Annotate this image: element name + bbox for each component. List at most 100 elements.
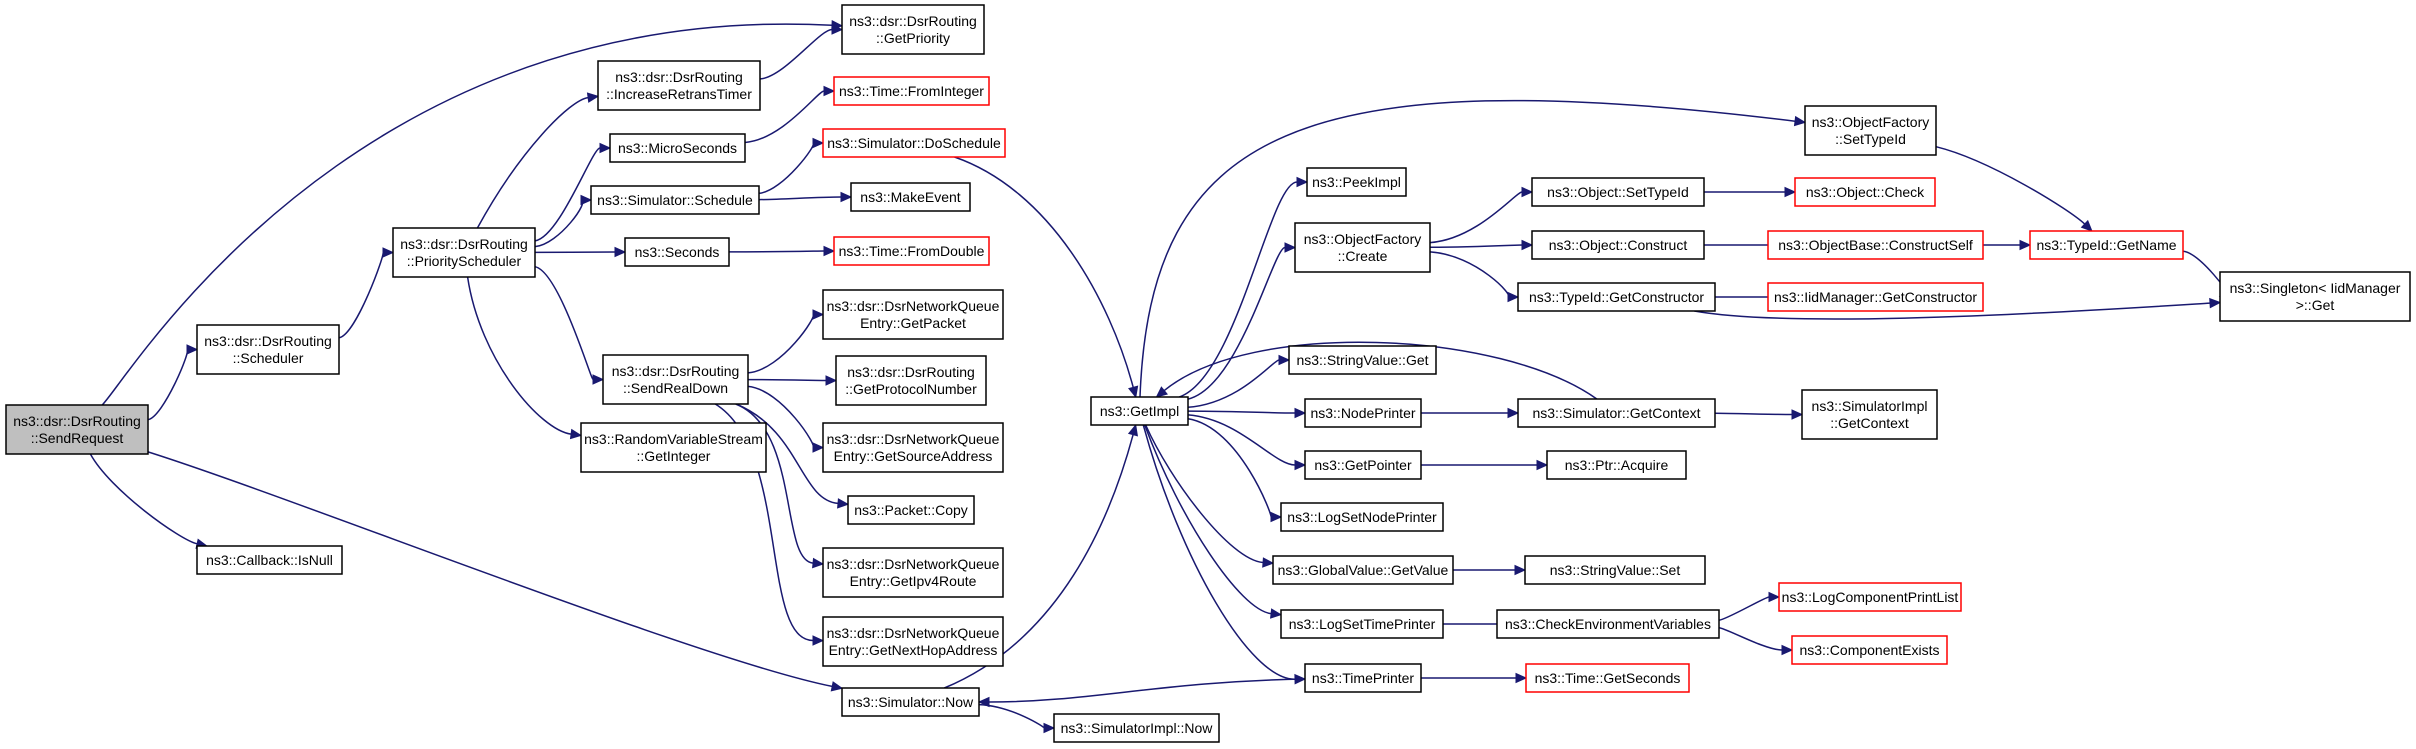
node-box: [835, 355, 987, 406]
node-log-component-print-list[interactable]: ns3::LogComponentPrintList: [1778, 582, 1962, 612]
node-label: ns3::Simulator::Schedule: [597, 192, 753, 208]
node-peek-impl[interactable]: ns3::PeekImpl: [1306, 167, 1407, 197]
edge-get-impl-to-peek-impl: [1179, 181, 1298, 398]
node-singleton-get[interactable]: ns3::Singleton< IidManager>::Get: [2219, 271, 2411, 322]
node-label: Entry::GetPacket: [860, 315, 966, 331]
edge-simulator-schedule-to-make-event: [758, 196, 842, 201]
edge-get-impl-to-node-printer: [1187, 410, 1296, 414]
arrowhead-icon: [569, 428, 583, 440]
node-object-construct[interactable]: ns3::Object::Construct: [1531, 230, 1705, 260]
node-node-printer[interactable]: ns3::NodePrinter: [1304, 398, 1422, 428]
node-box: [1801, 389, 1938, 440]
edge-priority-scheduler-to-send-real-down: [534, 265, 594, 381]
arrowhead-icon: [2080, 219, 2093, 232]
node-box: [1767, 282, 1984, 312]
node-object-check[interactable]: ns3::Object::Check: [1794, 177, 1936, 207]
arrowhead-icon: [812, 309, 825, 320]
edge-send-real-down-to-get-protocol-number: [747, 378, 827, 382]
edge-send-request-to-simulator-now: [147, 451, 833, 688]
node-box: [1517, 398, 1716, 428]
node-label: ns3::TypeId::GetName: [2036, 237, 2176, 253]
node-send-request[interactable]: ns3::dsr::DsrRouting::SendRequest: [5, 404, 149, 455]
node-box: [196, 324, 340, 375]
node-label: ns3::Time::FromDouble: [839, 243, 985, 259]
node-callback-is-null[interactable]: ns3::Callback::IsNull: [196, 545, 343, 575]
node-label: ns3::NodePrinter: [1310, 405, 1415, 421]
arrowhead-icon: [1262, 557, 1275, 568]
node-seconds[interactable]: ns3::Seconds: [624, 237, 730, 267]
edge-object-factory-create-to-object-construct: [1429, 244, 1523, 249]
arrowhead-icon: [840, 191, 853, 203]
node-type-id-get-name[interactable]: ns3::TypeId::GetName: [2029, 230, 2184, 260]
node-box: [1304, 398, 1422, 428]
node-label: ::SendRequest: [31, 430, 124, 446]
node-label: Entry::GetNextHopAddress: [829, 642, 998, 658]
edge-simulator-schedule-to-do-schedule: [758, 142, 815, 195]
arrowhead-icon: [1507, 291, 1520, 303]
node-label: ns3::Simulator::GetContext: [1532, 405, 1700, 421]
node-simulator-impl-now[interactable]: ns3::SimulatorImpl::Now: [1053, 713, 1220, 743]
node-component-exists[interactable]: ns3::ComponentExists: [1791, 635, 1948, 665]
node-label: ns3::dsr::DsrNetworkQueue: [827, 431, 1000, 447]
edge-type-id-get-constructor-to-singleton-get: [1694, 302, 2211, 320]
node-get-source-address[interactable]: ns3::dsr::DsrNetworkQueueEntry::GetSourc…: [822, 422, 1004, 473]
node-get-integer[interactable]: ns3::RandomVariableStream::GetInteger: [580, 422, 767, 473]
node-string-value-set[interactable]: ns3::StringValue::Set: [1524, 555, 1706, 585]
node-box: [1306, 167, 1407, 197]
node-label: ::SendRealDown: [623, 380, 728, 396]
node-increase-retrans-timer[interactable]: ns3::dsr::DsrRouting::IncreaseRetransTim…: [597, 60, 761, 111]
node-global-value-get-value[interactable]: ns3::GlobalValue::GetValue: [1272, 555, 1454, 585]
node-packet-copy[interactable]: ns3::Packet::Copy: [847, 495, 975, 525]
node-from-integer[interactable]: ns3::Time::FromInteger: [833, 76, 990, 106]
node-simulator-impl-get-context[interactable]: ns3::SimulatorImpl::GetContext: [1801, 389, 1938, 440]
node-simulator-now[interactable]: ns3::Simulator::Now: [841, 687, 980, 717]
node-box: [590, 185, 760, 215]
node-box: [847, 495, 975, 525]
node-iid-manager-get-constructor[interactable]: ns3::IidManager::GetConstructor: [1767, 282, 1984, 312]
node-get-pointer[interactable]: ns3::GetPointer: [1304, 450, 1422, 480]
node-simulator-get-context[interactable]: ns3::Simulator::GetContext: [1517, 398, 1716, 428]
node-log-set-time-printer[interactable]: ns3::LogSetTimePrinter: [1280, 609, 1444, 639]
arrowhead-icon: [1515, 672, 1528, 684]
node-get-impl[interactable]: ns3::GetImpl: [1090, 396, 1189, 426]
node-do-schedule[interactable]: ns3::Simulator::DoSchedule: [822, 128, 1006, 158]
node-string-value-get[interactable]: ns3::StringValue::Get: [1288, 345, 1437, 375]
arrowhead-icon: [1278, 354, 1291, 366]
node-time-printer[interactable]: ns3::TimePrinter: [1304, 663, 1422, 693]
node-object-factory-create[interactable]: ns3::ObjectFactory::Create: [1294, 222, 1431, 273]
node-get-next-hop-address[interactable]: ns3::dsr::DsrNetworkQueueEntry::GetNextH…: [822, 616, 1004, 667]
arrowhead-icon: [977, 696, 990, 708]
node-scheduler[interactable]: ns3::dsr::DsrRouting::Scheduler: [196, 324, 340, 375]
node-log-set-node-printer[interactable]: ns3::LogSetNodePrinter: [1280, 502, 1444, 532]
arrowhead-icon: [1128, 385, 1139, 399]
edge-increase-retrans-timer-to-get-priority: [759, 28, 833, 80]
node-check-environment-variables[interactable]: ns3::CheckEnvironmentVariables: [1496, 609, 1720, 639]
node-box: [1280, 609, 1444, 639]
node-time-get-seconds[interactable]: ns3::Time::GetSeconds: [1525, 663, 1690, 693]
node-label: ns3::Callback::IsNull: [206, 552, 333, 568]
node-send-real-down[interactable]: ns3::dsr::DsrRouting::SendRealDown: [602, 354, 749, 405]
node-object-base-construct-self[interactable]: ns3::ObjectBase::ConstructSelf: [1767, 230, 1984, 260]
node-label: ns3::SimulatorImpl::Now: [1061, 720, 1214, 736]
node-get-priority[interactable]: ns3::dsr::DsrRouting::GetPriority: [841, 4, 985, 55]
node-priority-scheduler[interactable]: ns3::dsr::DsrRouting::PriorityScheduler: [392, 227, 536, 278]
node-label: ns3::ObjectFactory: [1304, 231, 1422, 247]
node-label: ns3::TypeId::GetConstructor: [1529, 289, 1704, 305]
node-get-ipv4-route[interactable]: ns3::dsr::DsrNetworkQueueEntry::GetIpv4R…: [822, 547, 1004, 598]
node-get-protocol-number[interactable]: ns3::dsr::DsrRouting::GetProtocolNumber: [835, 355, 987, 406]
node-make-event[interactable]: ns3::MakeEvent: [850, 182, 971, 212]
node-object-set-type-id[interactable]: ns3::Object::SetTypeId: [1531, 177, 1705, 207]
node-object-factory-set-type-id[interactable]: ns3::ObjectFactory::SetTypeId: [1804, 105, 1937, 156]
node-box: [609, 133, 746, 163]
node-type-id-get-constructor[interactable]: ns3::TypeId::GetConstructor: [1517, 282, 1716, 312]
node-simulator-schedule[interactable]: ns3::Simulator::Schedule: [590, 185, 760, 215]
node-micro-seconds[interactable]: ns3::MicroSeconds: [609, 133, 746, 163]
node-label: ::IncreaseRetransTimer: [606, 86, 752, 102]
node-get-packet[interactable]: ns3::dsr::DsrNetworkQueueEntry::GetPacke…: [822, 289, 1004, 340]
node-box: [1524, 555, 1706, 585]
node-label: ::SetTypeId: [1835, 131, 1906, 147]
node-label: ns3::TimePrinter: [1312, 670, 1415, 686]
node-label: ns3::dsr::DsrRouting: [847, 364, 975, 380]
node-from-double[interactable]: ns3::Time::FromDouble: [833, 236, 990, 266]
node-ptr-acquire[interactable]: ns3::Ptr::Acquire: [1546, 450, 1687, 480]
